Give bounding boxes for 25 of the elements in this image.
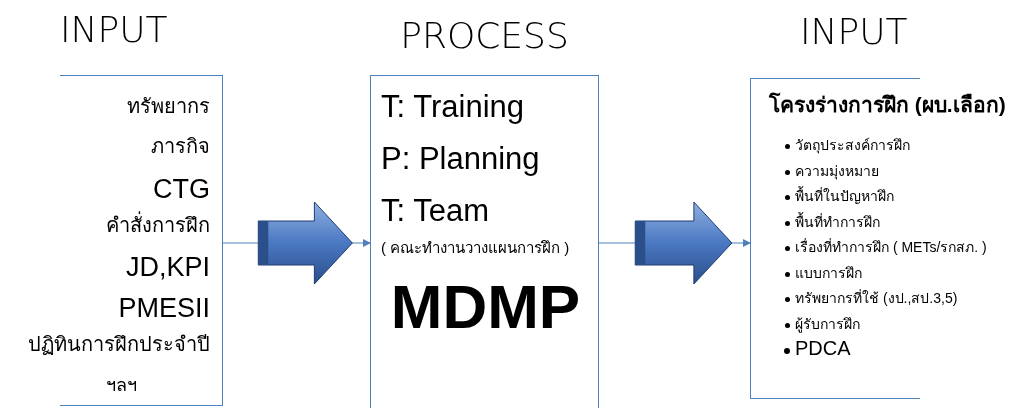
heading: PROCESS: [399, 18, 570, 54]
input-item: PMESII: [118, 293, 210, 325]
input-item: CTG: [153, 174, 210, 206]
bullet-item: แบบการฝึก: [795, 264, 862, 281]
input-item: JD,KPI: [125, 252, 210, 284]
bullet-item: เรื่องที่ทำการฝึก ( METs/รกสภ. ): [795, 239, 987, 256]
input-item: ปฏิทินการฝึกประจำปี: [28, 333, 210, 356]
process-item: T: Training: [381, 89, 524, 125]
process-item: T: Team: [381, 193, 489, 229]
heading: INPUT: [60, 12, 168, 48]
heading: INPUT: [800, 14, 908, 50]
bullet-item: PDCA: [795, 337, 851, 360]
bullet-item: พื้นที่ทำการฝึก: [795, 213, 880, 230]
list-heading: โครงร่างการฝึก (ผบ.เลือก): [769, 93, 1006, 118]
method-title: MDMP: [389, 271, 582, 343]
process-item: P: Planning: [381, 141, 540, 177]
bullet-item: ทรัพยากรที่ใช้ (งป.,สป.3,5): [795, 290, 958, 307]
input-item: ทรัพยากร: [127, 95, 210, 118]
input-item: ฯลฯ: [106, 375, 137, 396]
input-item: ภารกิจ: [151, 135, 210, 158]
bullet-item: พื้นที่ในปัญหาฝึก: [795, 188, 894, 205]
bullet-item: ผู้รับการฝึก: [795, 315, 860, 332]
bullet-item: ความมุ่งหมาย: [795, 162, 879, 179]
bullet-item: วัตถุประสงค์การฝึก: [795, 137, 910, 154]
note-text: ( คณะทำงานวางแผนการฝึก ): [381, 239, 570, 257]
